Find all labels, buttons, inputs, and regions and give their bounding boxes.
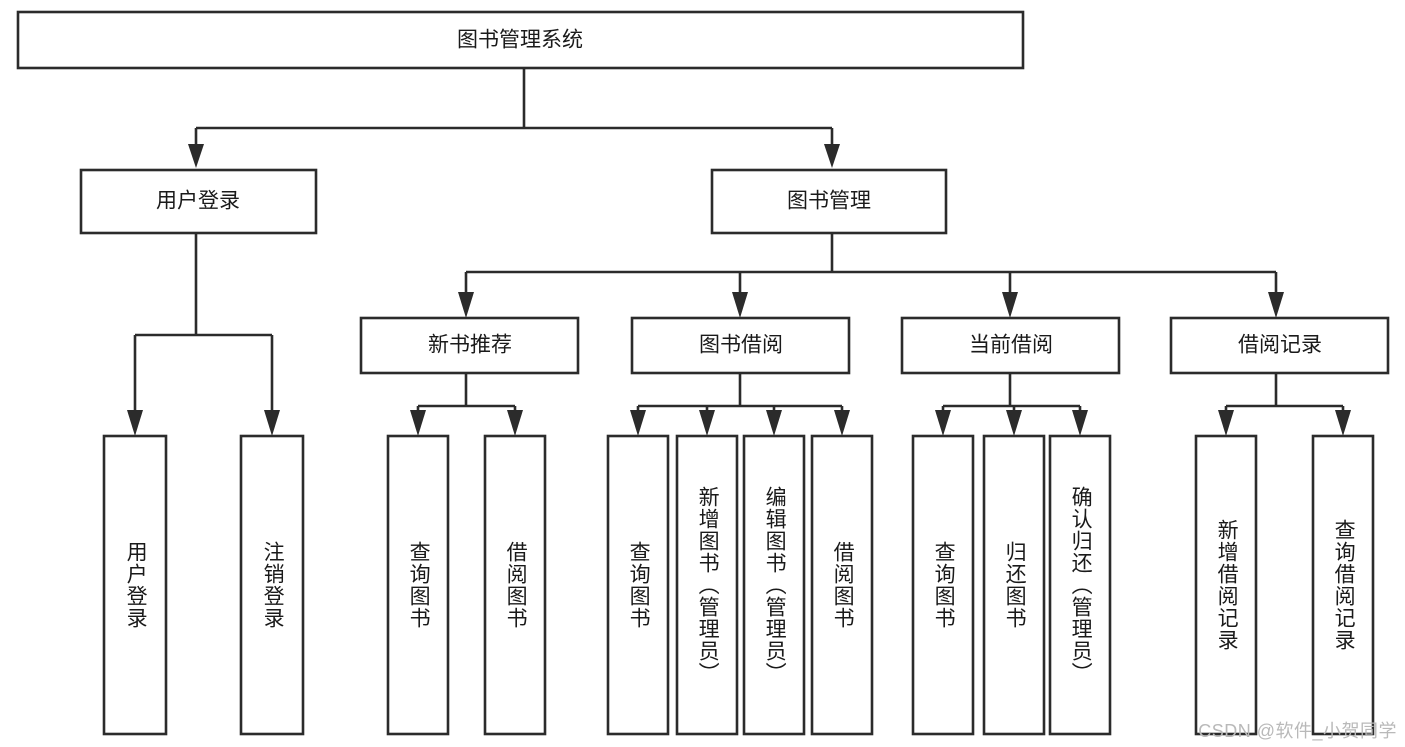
node-level3-label: 当前借阅 (969, 334, 1053, 357)
arrow-head-icon (1268, 292, 1284, 318)
leaf-label-book-borrow-3: 编辑图书（管理员） (763, 486, 787, 684)
arrow-head-icon (507, 410, 523, 436)
arrow-head-icon (699, 410, 715, 436)
arrow-head-icon (630, 410, 646, 436)
node-level2-book-management[interactable]: 图书管理 (710, 168, 948, 235)
leaf-box-new-book-2[interactable] (483, 434, 547, 736)
leaf-box-borrow-record-1[interactable] (1194, 434, 1258, 736)
leaf-box-book-borrow-4[interactable] (810, 434, 874, 736)
node-level2-box[interactable] (79, 168, 318, 235)
arrow-head-icon (766, 410, 782, 436)
node-level2-label: 用户登录 (156, 190, 240, 213)
arrow-head-icon (188, 144, 204, 168)
leaf-label-current-borrow-3: 确认归还（管理员） (1069, 486, 1093, 684)
arrow-head-icon (127, 410, 143, 436)
connector-bookmgmt-to-level3 (458, 233, 1284, 318)
leaf-label-wrap: 用户登录 (104, 436, 166, 734)
node-level3-label: 图书借阅 (699, 334, 783, 357)
leaf-label-new-book-1: 查询图书 (407, 541, 431, 629)
leaf-label-current-borrow-1: 查询图书 (932, 541, 956, 629)
leaf-label-wrap: 归还图书 (984, 436, 1044, 734)
arrow-head-icon (732, 292, 748, 318)
node-level3-label: 新书推荐 (428, 334, 512, 357)
leaf-label-wrap: 查询图书 (608, 436, 668, 734)
connector-currentborrow-to-leaves (935, 373, 1088, 436)
arrow-head-icon (824, 144, 840, 168)
leaf-label-wrap: 新增借阅记录 (1196, 436, 1256, 734)
arrow-head-icon (935, 410, 951, 436)
node-level3-current-borrow[interactable]: 当前借阅 (900, 316, 1121, 375)
leaf-box-current-borrow-2[interactable] (982, 434, 1046, 736)
leaf-label-wrap: 新增图书（管理员） (677, 436, 737, 734)
arrow-head-icon (1218, 410, 1234, 436)
node-level2-label: 图书管理 (787, 190, 871, 213)
leaf-label-wrap: 借阅图书 (812, 436, 872, 734)
node-level2-box[interactable] (710, 168, 948, 235)
csdn-watermark: CSDN @软件_小贺同学 (1198, 721, 1397, 741)
connector-userlogin-to-leaves (127, 233, 280, 436)
leaf-label-borrow-record-1: 新增借阅记录 (1215, 519, 1239, 651)
node-level3-box[interactable] (900, 316, 1121, 375)
connector-newbook-to-leaves (410, 373, 523, 436)
arrow-head-icon (1072, 410, 1088, 436)
node-root-label: 图书管理系统 (457, 29, 583, 52)
leaf-box-user-login-1[interactable] (102, 434, 168, 736)
leaf-box-book-borrow-3[interactable] (742, 434, 806, 736)
leaf-label-user-login-1: 用户登录 (124, 541, 148, 629)
node-level3-box[interactable] (630, 316, 851, 375)
connector-root-to-level2 (188, 68, 840, 168)
leaf-label-wrap: 借阅图书 (485, 436, 545, 734)
connector-bookborrow-to-leaves (630, 373, 850, 436)
leaf-label-new-book-2: 借阅图书 (504, 541, 528, 629)
node-root-box[interactable] (16, 10, 1025, 70)
leaf-label-wrap: 查询图书 (913, 436, 973, 734)
node-root-system[interactable]: 图书管理系统 (16, 10, 1025, 70)
node-level3-box[interactable] (1169, 316, 1390, 375)
leaf-box-book-borrow-1[interactable] (606, 434, 670, 736)
leaf-label-wrap: 确认归还（管理员） (1050, 436, 1110, 734)
leaf-box-user-login-2[interactable] (239, 434, 305, 736)
leaf-label-user-login-2: 注销登录 (261, 541, 285, 629)
leaf-box-borrow-record-2[interactable] (1311, 434, 1375, 736)
leaf-label-book-borrow-2: 新增图书（管理员） (696, 486, 720, 684)
node-level3-box[interactable] (359, 316, 580, 375)
leaf-label-wrap: 注销登录 (241, 436, 303, 734)
leaf-box-book-borrow-2[interactable] (675, 434, 739, 736)
node-level3-book-borrow[interactable]: 图书借阅 (630, 316, 851, 375)
leaf-label-wrap: 编辑图书（管理员） (744, 436, 804, 734)
leaf-label-book-borrow-1: 查询图书 (627, 541, 651, 629)
leaf-label-borrow-record-2: 查询借阅记录 (1332, 519, 1356, 651)
leaf-label-book-borrow-4: 借阅图书 (831, 541, 855, 629)
leaf-label-current-borrow-2: 归还图书 (1003, 541, 1027, 629)
node-level3-label: 借阅记录 (1238, 334, 1322, 357)
leaf-label-wrap: 查询图书 (388, 436, 448, 734)
arrow-head-icon (458, 292, 474, 318)
node-level2-user-login[interactable]: 用户登录 (79, 168, 318, 235)
arrow-head-icon (410, 410, 426, 436)
leaf-box-current-borrow-3[interactable] (1048, 434, 1112, 736)
arrow-head-icon (264, 410, 280, 436)
arrow-head-icon (1002, 292, 1018, 318)
arrow-head-icon (1006, 410, 1022, 436)
arrow-head-icon (834, 410, 850, 436)
arrow-head-icon (1335, 410, 1351, 436)
node-level3-new-book-recommend[interactable]: 新书推荐 (359, 316, 580, 375)
node-level3-borrow-record[interactable]: 借阅记录 (1169, 316, 1390, 375)
leaf-box-new-book-1[interactable] (386, 434, 450, 736)
leaf-label-wrap: 查询借阅记录 (1313, 436, 1373, 734)
leaf-box-current-borrow-1[interactable] (911, 434, 975, 736)
connector-borrowrecord-to-leaves (1218, 373, 1351, 436)
